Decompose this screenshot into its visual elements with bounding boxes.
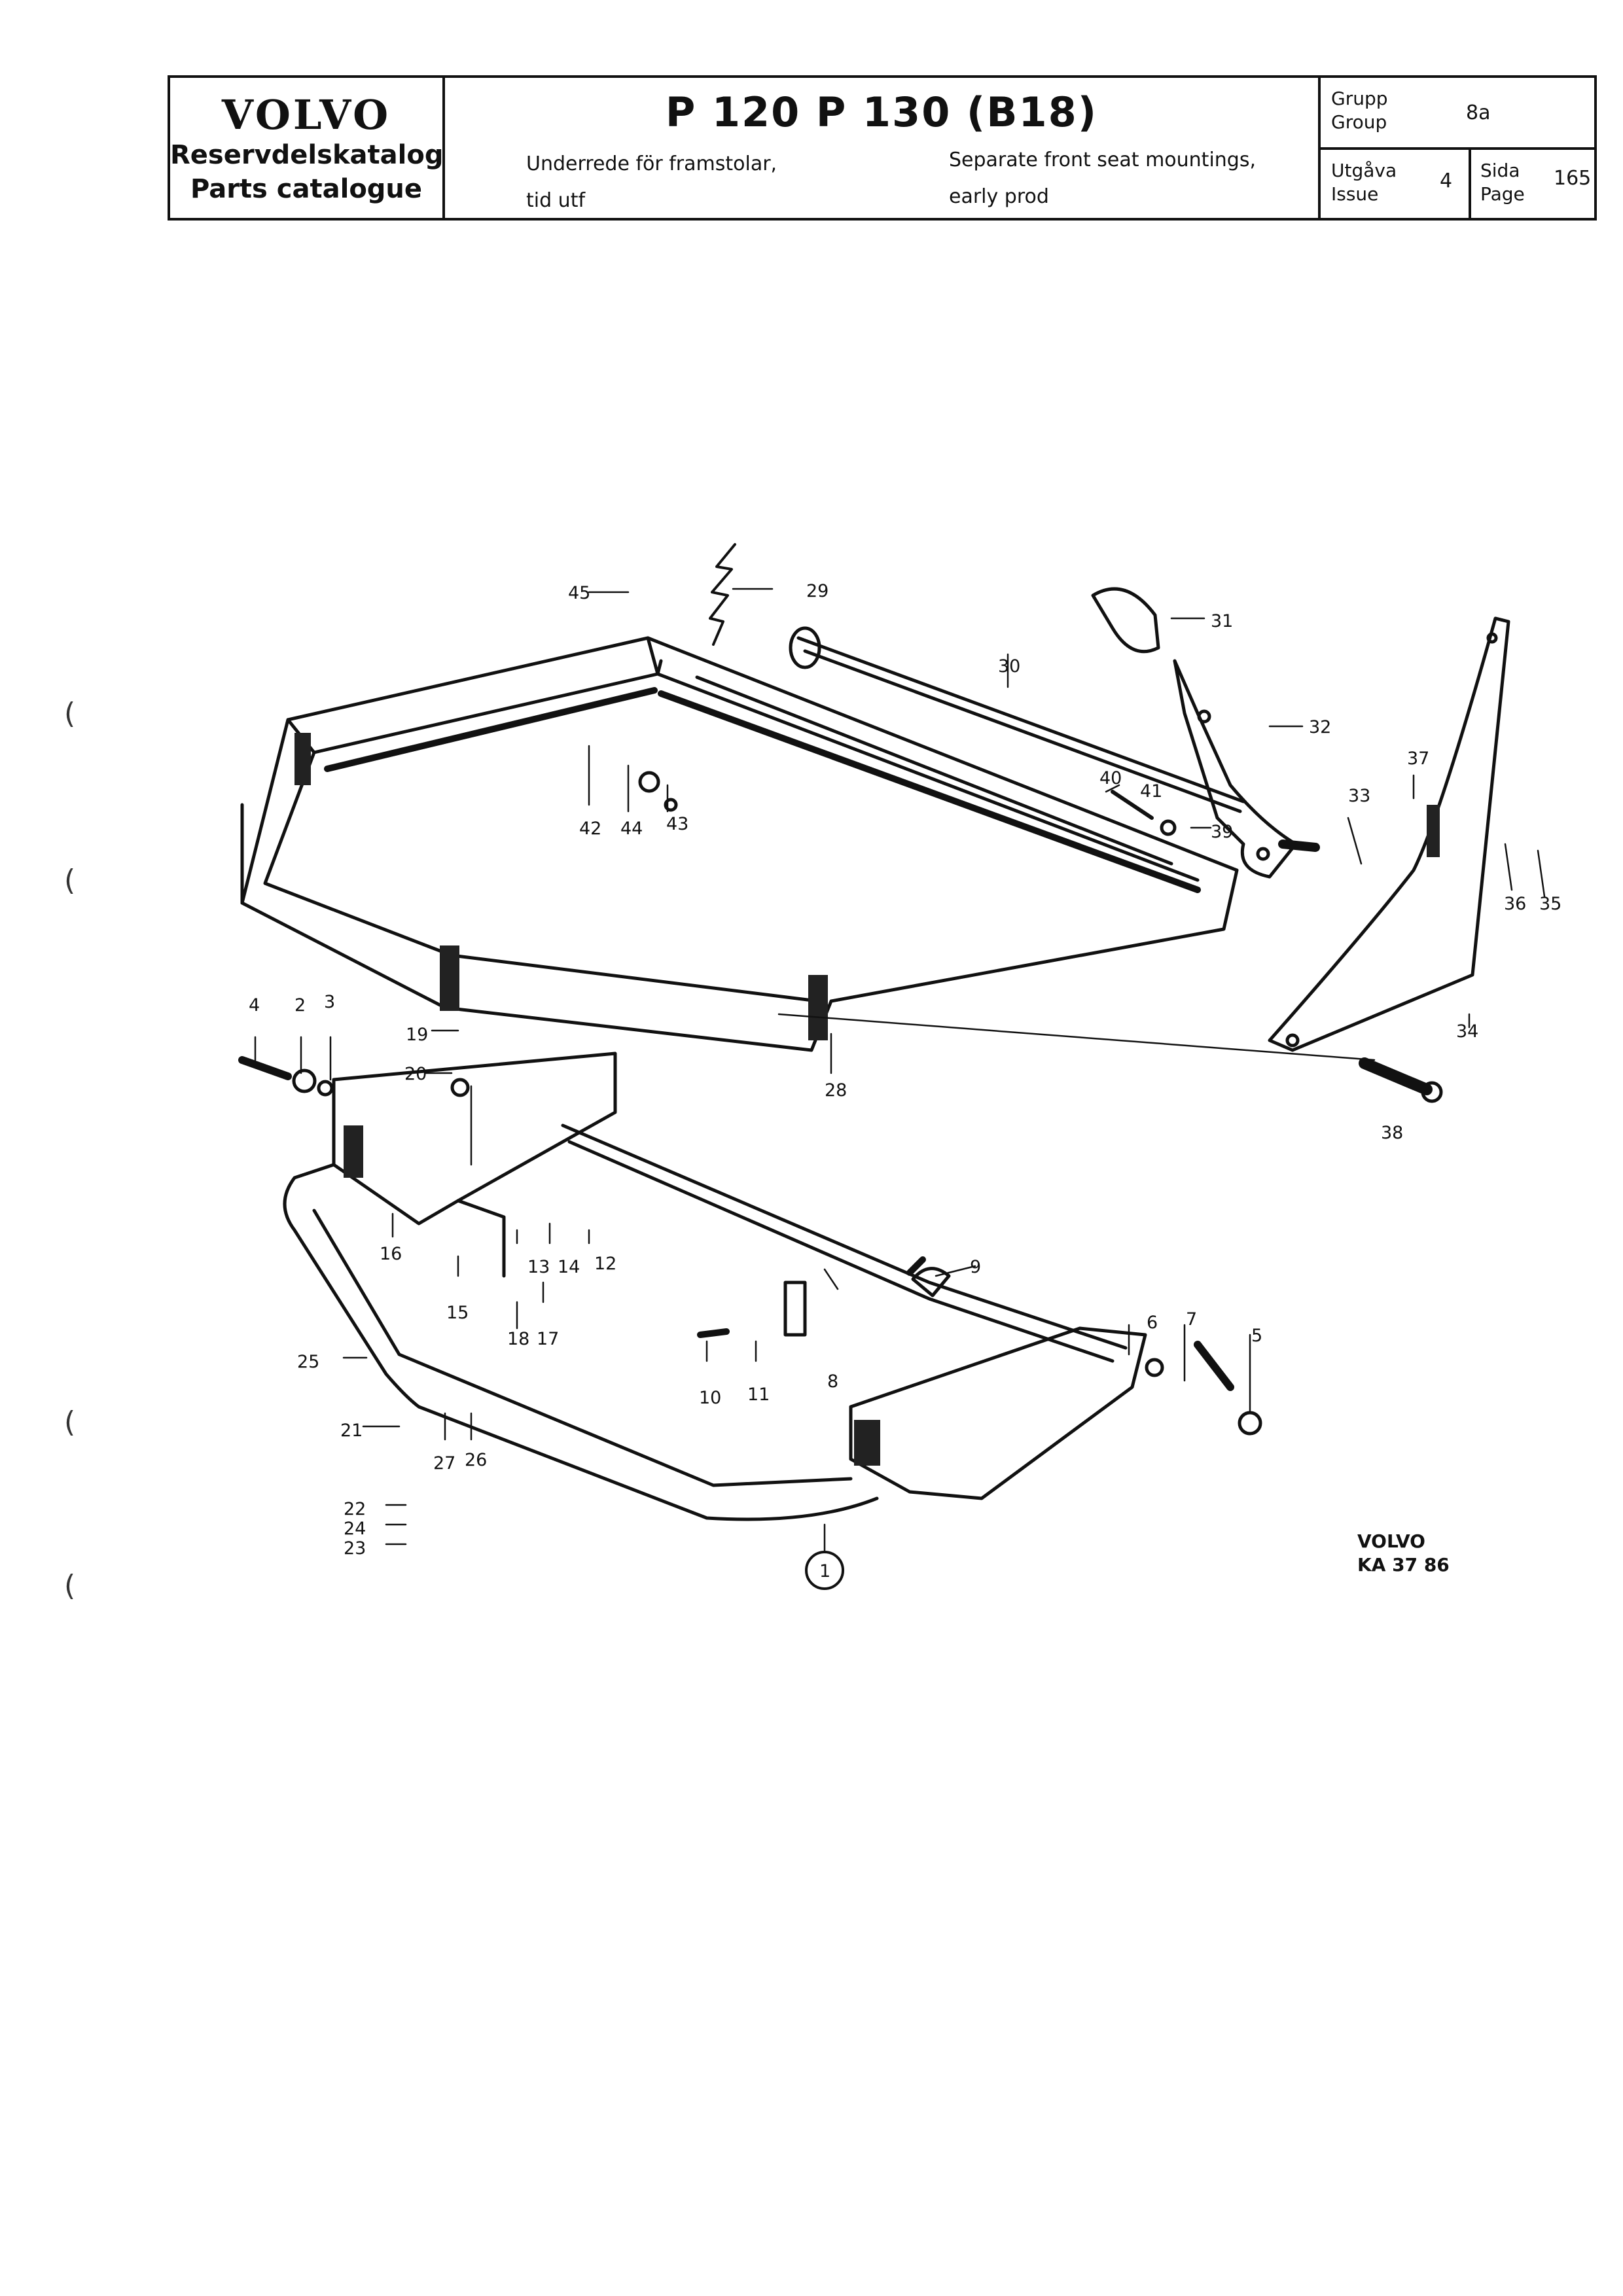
drawing-reference-brand: VOLVO xyxy=(1357,1530,1425,1552)
callout-44: 44 xyxy=(620,819,643,839)
callout-30: 30 xyxy=(998,656,1020,677)
callout-43: 43 xyxy=(666,814,688,834)
callout-14: 14 xyxy=(558,1257,580,1277)
page-labels: Sida Page xyxy=(1480,159,1525,206)
description-en-line1: Separate front seat mountings, xyxy=(949,149,1256,171)
callout-26: 26 xyxy=(465,1450,487,1470)
callout-33: 33 xyxy=(1348,786,1370,806)
callout-41: 41 xyxy=(1140,781,1162,802)
page-value: 165 xyxy=(1554,167,1592,190)
callout-ring xyxy=(805,1551,844,1590)
callout-42: 42 xyxy=(579,819,601,839)
group-row: Grupp Group 8a xyxy=(1321,78,1594,150)
issue-page-row: Utgåva Issue 4 Sida Page 165 xyxy=(1321,147,1594,218)
group-labels: Grupp Group xyxy=(1331,87,1388,134)
model-title: P 120 P 130 (B18) xyxy=(665,88,1098,136)
callout-20: 20 xyxy=(404,1064,427,1084)
drawing-reference: VOLVO KA 37 86 xyxy=(1357,1530,1450,1577)
description-sv-line2: tid utf xyxy=(526,189,586,212)
lower-subframe xyxy=(283,1051,1147,1521)
drawing-reference-number: KA 37 86 xyxy=(1357,1554,1450,1576)
margin-mark: ( xyxy=(64,1569,76,1602)
callout-29: 29 xyxy=(806,581,829,601)
callout-9: 9 xyxy=(970,1257,981,1277)
margin-mark: ( xyxy=(64,864,76,897)
callout-24: 24 xyxy=(344,1519,366,1539)
callout-32: 32 xyxy=(1309,717,1331,737)
callout-39: 39 xyxy=(1211,822,1233,842)
callout-15: 15 xyxy=(446,1303,469,1323)
description-sv: Underrede för framstolar, tid utf xyxy=(526,146,777,219)
callout-21: 21 xyxy=(340,1421,363,1441)
callout-4: 4 xyxy=(249,995,260,1016)
page-label-en: Page xyxy=(1480,183,1525,205)
issue-labels: Utgåva Issue xyxy=(1331,159,1397,206)
group-label-sv: Grupp xyxy=(1331,88,1388,109)
callout-10: 10 xyxy=(699,1388,721,1408)
title-cell: P 120 P 130 (B18) Underrede för framstol… xyxy=(445,78,1321,218)
callout-22: 22 xyxy=(344,1499,366,1519)
leader-lines xyxy=(254,588,1546,1552)
callout-8: 8 xyxy=(827,1371,838,1392)
brand-cell: VOLVO Reservdelskatalog Parts catalogue xyxy=(170,78,445,218)
callout-19: 19 xyxy=(406,1025,428,1045)
rack-bar xyxy=(789,626,1245,813)
callout-40: 40 xyxy=(1099,768,1122,788)
callout-27: 27 xyxy=(433,1453,455,1474)
callout-25: 25 xyxy=(297,1352,319,1372)
fittings xyxy=(238,771,1262,1436)
callout-45: 45 xyxy=(568,583,590,603)
callouts: 1 2 3 4 5 6 7 8 9 10 11 12 13 14 15 16 1… xyxy=(249,581,1561,1581)
callout-37: 37 xyxy=(1407,749,1429,769)
catalogue-name-sv: Reservdelskatalog xyxy=(170,140,444,170)
upper-seat-frame xyxy=(240,636,1239,1052)
description-en: Separate front seat mountings, early pro… xyxy=(949,142,1256,215)
callout-16: 16 xyxy=(380,1244,402,1264)
callout-11: 11 xyxy=(747,1385,770,1405)
callout-28: 28 xyxy=(825,1080,847,1101)
spring xyxy=(709,543,736,646)
callout-6: 6 xyxy=(1147,1313,1158,1333)
callout-36: 36 xyxy=(1504,894,1526,914)
callout-34: 34 xyxy=(1456,1021,1478,1042)
page-label-sv: Sida xyxy=(1480,160,1520,181)
callout-2: 2 xyxy=(294,995,306,1016)
group-value: 8a xyxy=(1466,101,1491,124)
callout-17: 17 xyxy=(537,1329,559,1349)
page-cell: Sida Page 165 xyxy=(1469,147,1591,218)
margin-mark: ( xyxy=(64,1405,76,1439)
callout-3: 3 xyxy=(324,992,335,1012)
issue-value: 4 xyxy=(1440,169,1453,192)
bolt xyxy=(1359,1057,1443,1103)
callout-31: 31 xyxy=(1211,611,1233,631)
callout-18: 18 xyxy=(507,1329,529,1349)
catalogue-header: VOLVO Reservdelskatalog Parts catalogue … xyxy=(168,75,1597,221)
description-en-line2: early prod xyxy=(949,185,1049,208)
callout-38: 38 xyxy=(1381,1123,1403,1143)
callout-13: 13 xyxy=(527,1257,550,1277)
meta-cell: Grupp Group 8a Utgåva Issue 4 Sida Page … xyxy=(1321,78,1594,218)
adjusting-lever xyxy=(1091,587,1320,879)
callout-12: 12 xyxy=(594,1254,616,1274)
volvo-logo: VOLVO xyxy=(221,91,391,139)
issue-label-en: Issue xyxy=(1331,183,1379,205)
issue-label-sv: Utgåva xyxy=(1331,160,1397,181)
callout-1: 1 xyxy=(819,1561,830,1581)
callout-7: 7 xyxy=(1186,1309,1197,1330)
group-label-en: Group xyxy=(1331,111,1387,133)
callout-35: 35 xyxy=(1539,894,1561,914)
description-sv-line1: Underrede för framstolar, xyxy=(526,152,777,175)
catalogue-name-en: Parts catalogue xyxy=(190,174,423,204)
callout-5: 5 xyxy=(1251,1326,1262,1346)
callout-23: 23 xyxy=(344,1538,366,1559)
side-bracket xyxy=(1268,616,1510,1052)
margin-mark: ( xyxy=(64,697,76,730)
